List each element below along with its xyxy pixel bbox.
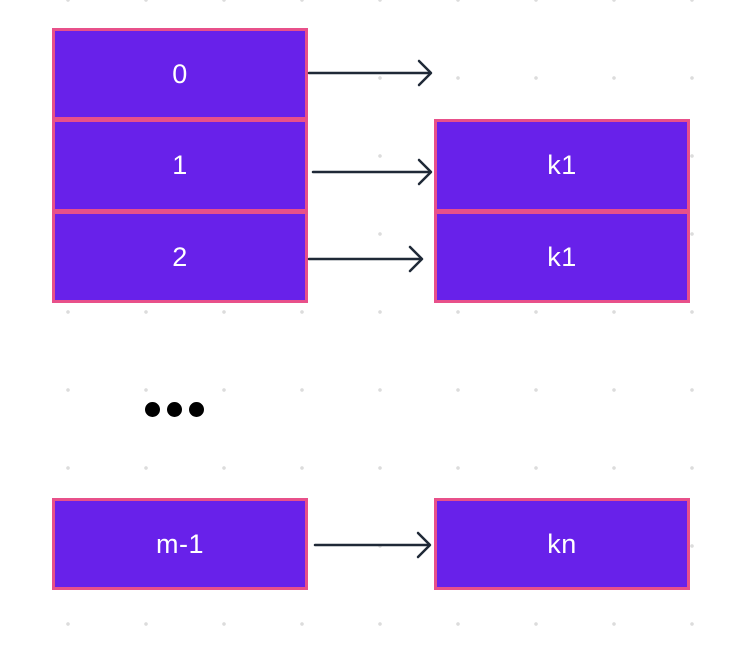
ellipsis-icon bbox=[145, 399, 215, 419]
ellipsis-dot bbox=[167, 401, 182, 417]
bucket-2: 2 bbox=[52, 211, 308, 303]
arrow-bucket-0 bbox=[307, 59, 433, 87]
bucket-label: m-1 bbox=[156, 528, 204, 559]
arrow-bucket-1 bbox=[311, 158, 433, 186]
arrow-bucket-m-1 bbox=[313, 531, 432, 559]
entry-label: k1 bbox=[547, 241, 577, 272]
bucket-1: 1 bbox=[52, 119, 308, 212]
bucket-label: 0 bbox=[172, 58, 188, 89]
ellipsis-dot bbox=[145, 401, 160, 417]
entry-label: k1 bbox=[547, 150, 577, 180]
bucket-label: 2 bbox=[172, 241, 188, 272]
ellipsis-dot bbox=[189, 401, 204, 417]
bucket-0: 0 bbox=[52, 28, 308, 120]
entry-kn: kn bbox=[434, 498, 690, 590]
entry-label: kn bbox=[547, 528, 577, 559]
entry-k1-a: k1 bbox=[434, 119, 690, 212]
bucket-m-1: m-1 bbox=[52, 498, 308, 590]
arrow-bucket-2 bbox=[307, 245, 424, 273]
bucket-label: 1 bbox=[172, 150, 188, 180]
entry-k1-b: k1 bbox=[434, 211, 690, 303]
